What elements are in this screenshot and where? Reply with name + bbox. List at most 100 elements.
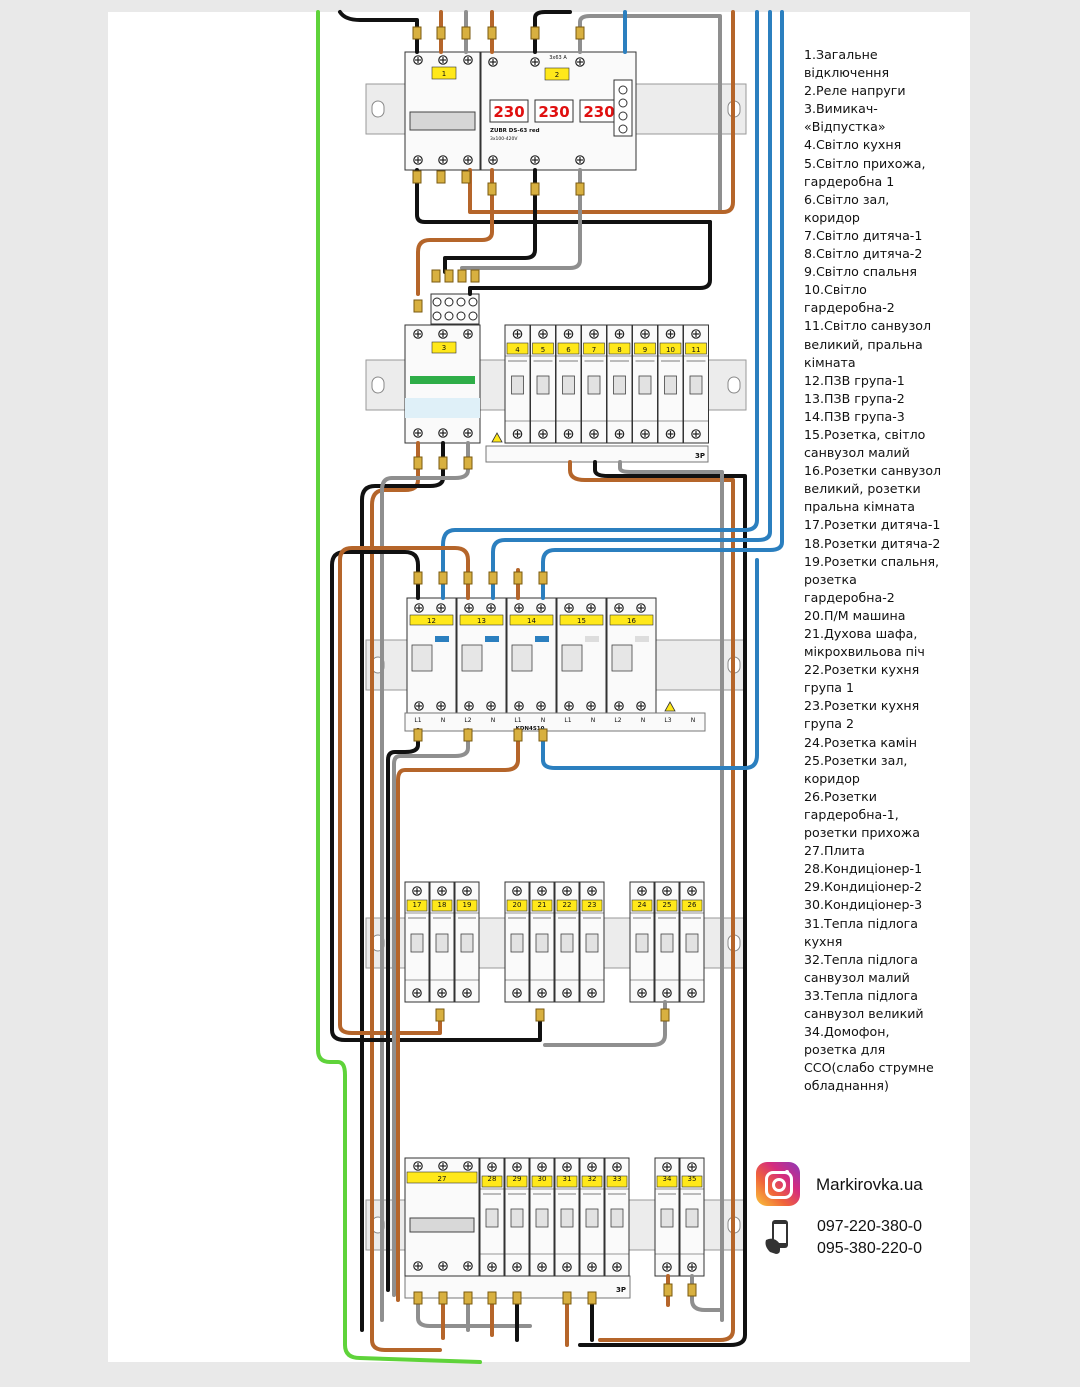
breaker-number: 9 <box>643 346 647 354</box>
legend-line: «Відпустка» <box>804 119 886 135</box>
wire <box>543 1000 667 1047</box>
wire-ferrule <box>513 728 523 742</box>
legend-line: 23.Розетки кухня <box>804 698 920 714</box>
busbar-label: 3P <box>695 452 705 460</box>
terminal-label: N <box>441 717 446 724</box>
breaker-number: 26 <box>688 901 697 909</box>
breaker-number: 13 <box>477 617 486 625</box>
relay-rating: 3x63 A <box>549 55 567 61</box>
breaker-toggle <box>664 375 677 395</box>
wire-ferrule <box>436 170 446 184</box>
relay-button <box>618 98 628 108</box>
wire <box>618 460 724 1322</box>
legend-line: 26.Розетки <box>804 788 877 804</box>
ground-wire <box>316 10 482 1364</box>
breaker-number: 31 <box>563 1175 572 1183</box>
breaker-number: 23 <box>588 901 597 909</box>
breaker-label-tag <box>531 1175 553 1188</box>
legend-line: гардеробна-1, <box>804 806 899 822</box>
breaker-toggle <box>536 375 550 395</box>
busbar-label: 3P <box>616 1286 626 1294</box>
legend-line: 14.ПЗВ група-3 <box>804 408 905 424</box>
legend-line: гардеробна-2 <box>804 300 895 316</box>
wire-ferrule <box>487 1291 497 1305</box>
breaker-label-tag <box>431 66 457 80</box>
breaker-label-tag <box>431 899 453 912</box>
legend-line: гардеробна-2 <box>804 589 895 605</box>
breaker-toggle <box>510 933 524 953</box>
breaker-label-tag <box>631 899 653 912</box>
relay-range: 3x100-420V <box>490 136 518 142</box>
legend-line: гардеробна 1 <box>804 173 895 189</box>
relay-display-reading: 230 <box>493 103 524 121</box>
breaker-toggle <box>460 933 474 953</box>
relay-display-reading: 230 <box>583 103 614 121</box>
terminal-screw <box>456 297 466 307</box>
warning-sign-icon <box>491 432 503 443</box>
wire-ferrule <box>412 170 422 184</box>
legend-line: 25.Розетки зал, <box>804 752 908 768</box>
breaker-number: 18 <box>438 901 447 909</box>
terminal-label: N <box>641 717 646 724</box>
terminal-label: N <box>541 717 546 724</box>
breaker-number: 20 <box>513 901 522 909</box>
terminal-label: L2 <box>464 717 471 724</box>
breaker-label-tag <box>581 899 603 912</box>
breaker-number: 25 <box>663 901 672 909</box>
breaker-label-tag <box>583 342 605 355</box>
legend-line: 21.Духова шафа, <box>804 626 918 641</box>
wire-ferrule <box>438 1291 448 1305</box>
terminal-label: L1 <box>414 717 421 724</box>
wire-ferrule <box>575 26 585 40</box>
wire-ferrule <box>438 456 448 470</box>
wire <box>415 168 712 224</box>
legend-line: 34.Домофон, <box>804 1024 890 1040</box>
breaker-number: 35 <box>688 1175 697 1183</box>
legend-line: 33.Тепла підлога <box>804 987 919 1003</box>
rail-slot <box>371 376 385 394</box>
breaker-toggle <box>587 375 601 395</box>
legend-line: розетки прихожа <box>804 825 920 841</box>
wire-ferrule <box>463 1291 473 1305</box>
breaker-label-tag <box>681 1175 703 1188</box>
breaker-toggle <box>485 1208 499 1228</box>
relay-buttons <box>613 79 633 137</box>
legend-line: 19.Розетки спальня, <box>804 553 940 569</box>
legend-line: коридор <box>804 770 860 786</box>
wire-ferrule <box>470 269 480 283</box>
breaker-label-tag <box>685 342 707 355</box>
legend-line: санвузол малий <box>804 445 910 461</box>
breaker-toggle <box>409 1217 475 1233</box>
breaker-number: 10 <box>666 346 675 354</box>
breaker-number: 6 <box>566 346 571 354</box>
breaker-toggle <box>689 375 703 395</box>
wire-ferrule <box>562 1291 572 1305</box>
rcbo-toggle <box>561 644 583 672</box>
legend-line: 8.Світло дитяча-2 <box>804 246 923 262</box>
breaker-number: 19 <box>463 901 472 909</box>
terminal-label: L1 <box>564 717 571 724</box>
legend-line: 11.Світло санвузол <box>804 318 932 334</box>
wire-ferrule <box>535 1008 545 1022</box>
breaker-label-tag <box>609 614 654 626</box>
terminal-screw <box>444 311 454 321</box>
legend-line: 30.Кондиціонер-3 <box>804 897 923 913</box>
wire <box>541 10 784 600</box>
breaker-label-tag <box>606 1175 628 1188</box>
breaker-toggle <box>562 375 575 395</box>
legend-line: відключення <box>804 65 890 81</box>
breaker-number: 17 <box>413 901 422 909</box>
legend-line: санвузол малий <box>804 969 910 985</box>
breaker-number: 16 <box>627 617 636 625</box>
relay-display-reading: 230 <box>538 103 569 121</box>
breaker-number: 24 <box>638 901 647 909</box>
terminal-screw <box>444 297 454 307</box>
breaker-label-tag <box>481 1175 503 1188</box>
legend-line: 2.Реле напруги <box>804 83 906 99</box>
wire <box>541 558 759 770</box>
legend-line: 20.П/М машина <box>804 607 906 623</box>
breaker-label-tag <box>406 899 428 912</box>
breaker-toggle <box>685 1208 699 1228</box>
breaker-label-tag <box>431 341 457 354</box>
rcbo-test-button <box>485 636 499 642</box>
